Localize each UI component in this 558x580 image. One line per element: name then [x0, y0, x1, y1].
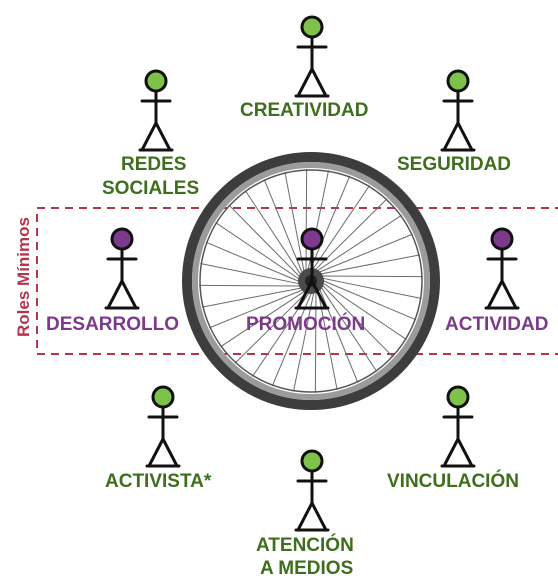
- role-label-atencion-line2: A MEDIOS: [260, 558, 354, 579]
- role-label-atencion-line1: ATENCIÓN: [256, 535, 354, 556]
- stick-figure-icon-vinculacion: [440, 385, 476, 468]
- role-label-redes-sociales-line1: REDES: [121, 154, 187, 175]
- role-label-activista: ACTIVISTA*: [105, 471, 212, 492]
- role-label-redes-sociales-line2: SOCIALES: [102, 178, 200, 199]
- role-label-promocion: PROMOCIÓN: [246, 314, 366, 335]
- stick-figure-icon-promocion: [294, 227, 330, 310]
- stick-figure-icon-seguridad: [440, 69, 476, 152]
- stick-figure-icon-atencion-a-medios: [294, 449, 330, 532]
- role-label-creatividad: CREATIVIDAD: [240, 100, 369, 121]
- role-label-desarrollo: DESARROLLO: [46, 314, 179, 335]
- role-label-seguridad: SEGURIDAD: [397, 154, 512, 175]
- role-label-vinculacion: VINCULACIÓN: [387, 471, 519, 492]
- minimum-roles-label: Roles Mínimos: [14, 217, 33, 337]
- stick-figure-icon-creatividad: [294, 15, 330, 98]
- stick-figure-icon-activista: [145, 385, 181, 468]
- stick-figure-icon-desarrollo: [104, 227, 140, 310]
- stick-figure-icon-redes-sociales: [138, 69, 174, 152]
- minimum-roles-box: [36, 207, 558, 355]
- stick-figure-icon-actividad: [484, 227, 520, 310]
- role-label-actividad: ACTIVIDAD: [445, 314, 549, 335]
